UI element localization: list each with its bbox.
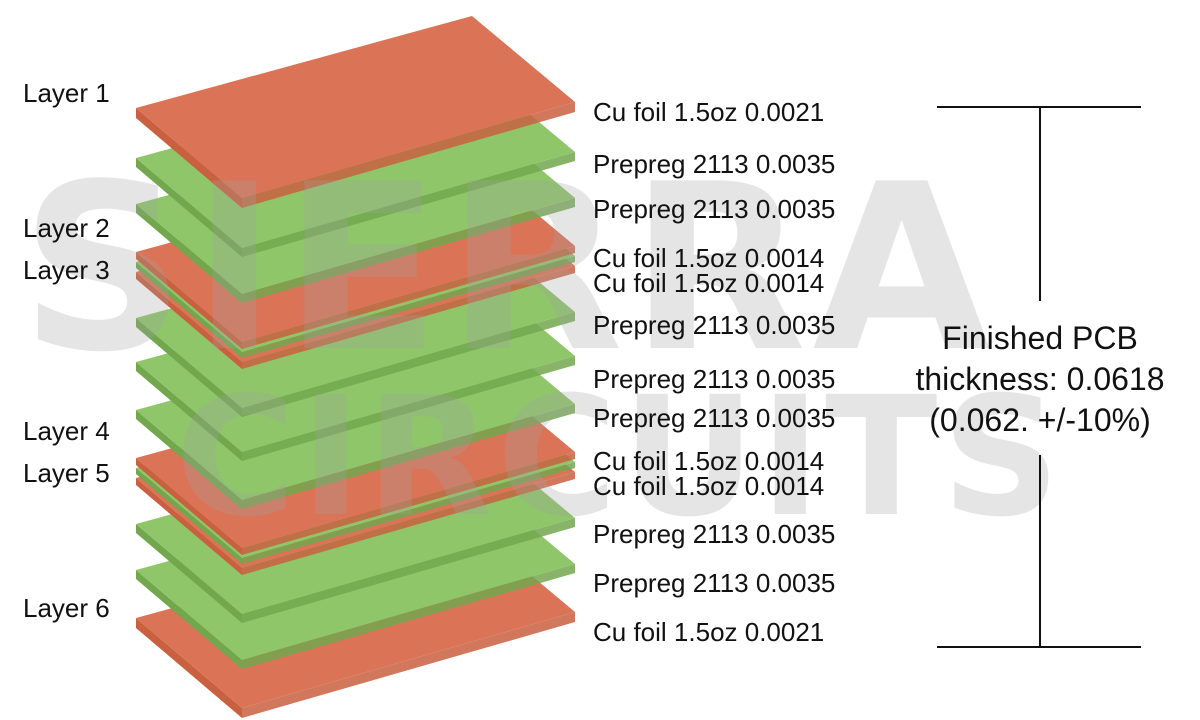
slab-front-edge	[136, 362, 242, 461]
layer-label-6: Layer 6	[23, 593, 110, 623]
spec-cu-foil-l4: Cu foil 1.5oz 0.0014	[593, 446, 825, 476]
thickness-line-1: Finished PCB	[942, 320, 1138, 356]
copper-foil-slab	[136, 16, 575, 208]
spec-cu-foil-top: Cu foil 1.5oz 0.0021	[593, 97, 825, 127]
layer-label-4: Layer 4	[23, 416, 110, 446]
slab-side-edge	[242, 462, 575, 564]
slab-side-edge	[242, 198, 575, 303]
slab-front-edge	[136, 262, 242, 358]
slab-top-face	[136, 16, 575, 198]
slab-side-edge	[242, 246, 575, 349]
dimension-upper-vertical	[1039, 106, 1041, 301]
slab-side-edge	[242, 356, 575, 461]
slab-side-edge	[242, 452, 575, 555]
layer-label-1: Layer 1	[23, 78, 110, 108]
slab-front-edge	[136, 204, 242, 303]
slab-side-edge	[242, 256, 575, 358]
layer-label-3: Layer 3	[23, 255, 110, 285]
spec-cu-foil-l5: Cu foil 1.5oz 0.0014	[593, 471, 825, 501]
slab-front-edge	[136, 478, 242, 575]
slab-side-edge	[242, 518, 575, 623]
slab-front-edge	[136, 570, 242, 669]
dimension-lower-vertical	[1039, 455, 1041, 647]
slab-front-edge	[136, 158, 242, 257]
finished-thickness-note: Finished PCB thickness: 0.0618 (0.062. +…	[890, 318, 1190, 441]
slab-side-edge	[242, 102, 575, 208]
spec-prepreg-2: Prepreg 2113 0.0035	[593, 194, 836, 224]
spec-prepreg-5: Prepreg 2113 0.0035	[593, 403, 836, 433]
slab-front-edge	[136, 458, 242, 555]
spec-prepreg-6: Prepreg 2113 0.0035	[593, 519, 836, 549]
spec-cu-foil-l3: Cu foil 1.5oz 0.0014	[593, 268, 825, 298]
spec-cu-foil-bottom: Cu foil 1.5oz 0.0021	[593, 617, 825, 647]
slab-front-edge	[136, 618, 242, 718]
thickness-line-2: thickness: 0.0618	[915, 361, 1165, 397]
slab-side-edge	[242, 312, 575, 417]
slab-side-edge	[242, 152, 575, 257]
slab-front-edge	[136, 108, 242, 208]
layer-label-5: Layer 5	[23, 458, 110, 488]
slab-front-edge	[136, 318, 242, 417]
spec-prepreg-3: Prepreg 2113 0.0035	[593, 310, 836, 340]
spec-cu-foil-l2: Cu foil 1.5oz 0.0014	[593, 243, 825, 273]
spec-prepreg-7: Prepreg 2113 0.0035	[593, 568, 836, 598]
layer-label-2: Layer 2	[23, 213, 110, 243]
slab-side-edge	[242, 612, 575, 718]
slab-front-edge	[136, 524, 242, 623]
dimension-bottom-line	[937, 646, 1141, 648]
thickness-line-3: (0.062. +/-10%)	[929, 402, 1151, 438]
slab-side-edge	[242, 472, 575, 575]
slab-front-edge	[136, 272, 242, 369]
slab-front-edge	[136, 252, 242, 349]
slab-side-edge	[242, 564, 575, 669]
slab-side-edge	[242, 266, 575, 369]
slab-side-edge	[242, 404, 575, 509]
slab-front-edge	[136, 468, 242, 564]
spec-prepreg-4: Prepreg 2113 0.0035	[593, 364, 836, 394]
slab-front-edge	[136, 410, 242, 509]
spec-prepreg-1: Prepreg 2113 0.0035	[593, 149, 836, 179]
